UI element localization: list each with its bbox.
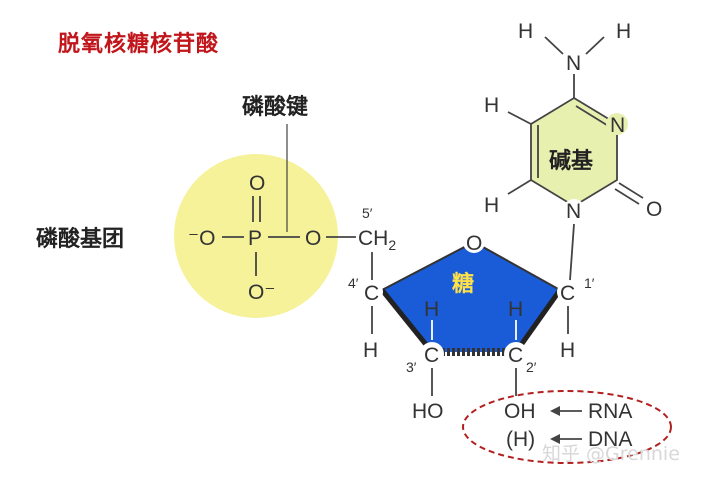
- prime-1: 1′: [584, 275, 595, 291]
- oh-c2: OH: [504, 400, 536, 423]
- sugar-c3: C: [424, 344, 439, 367]
- phosphate-circle: [174, 154, 338, 318]
- dna-label: DNA: [588, 428, 632, 451]
- h-dna: (H): [506, 428, 535, 451]
- prime-4: 4′: [348, 275, 359, 291]
- h-c4: H: [363, 339, 378, 362]
- page-title: 脱氧核糖核苷酸: [58, 32, 220, 57]
- oh-c3: HO: [412, 400, 444, 423]
- sugar-c4: C: [364, 282, 379, 305]
- base-h5: H: [484, 94, 499, 117]
- rna-dna-ellipse: [462, 390, 672, 464]
- phosphate-o-bridge: O: [305, 227, 321, 250]
- phosphate-o-minus-bottom: O⁻: [248, 281, 275, 304]
- sugar-c2: C: [508, 344, 523, 367]
- base-n3: N: [610, 114, 625, 137]
- phosphodiester-label: 磷酸键: [242, 94, 308, 120]
- h-c2: H: [508, 298, 523, 321]
- base-h6: H: [484, 194, 499, 217]
- phosphate-p: P: [248, 227, 262, 250]
- prime-3: 3′: [406, 359, 417, 375]
- phosphate-group-label: 磷酸基团: [36, 227, 124, 252]
- phosphate-o-minus-left: ⁻O: [188, 227, 215, 250]
- watermark: 知乎 @Grennie: [542, 443, 680, 465]
- prime-2: 2′: [526, 359, 537, 375]
- ch2-group: CH2: [358, 227, 396, 253]
- base-amine-h-right: H: [616, 20, 631, 43]
- base-carbonyl-o: O: [646, 198, 662, 221]
- phosphate-o-top: O: [249, 172, 265, 195]
- base-amine-n: N: [566, 52, 581, 75]
- sugar-ring: [382, 242, 560, 352]
- prime-5: 5′: [362, 205, 373, 221]
- rna-label: RNA: [588, 400, 632, 423]
- ring-oxygen: O: [466, 232, 482, 255]
- h-c1: H: [560, 339, 575, 362]
- base-amine-h-left: H: [518, 20, 533, 43]
- sugar-label: 糖: [452, 271, 474, 297]
- h-c3: H: [424, 298, 439, 321]
- sugar-c1: C: [560, 282, 575, 305]
- base-n1: N: [566, 200, 581, 223]
- base-label: 碱基: [549, 148, 594, 174]
